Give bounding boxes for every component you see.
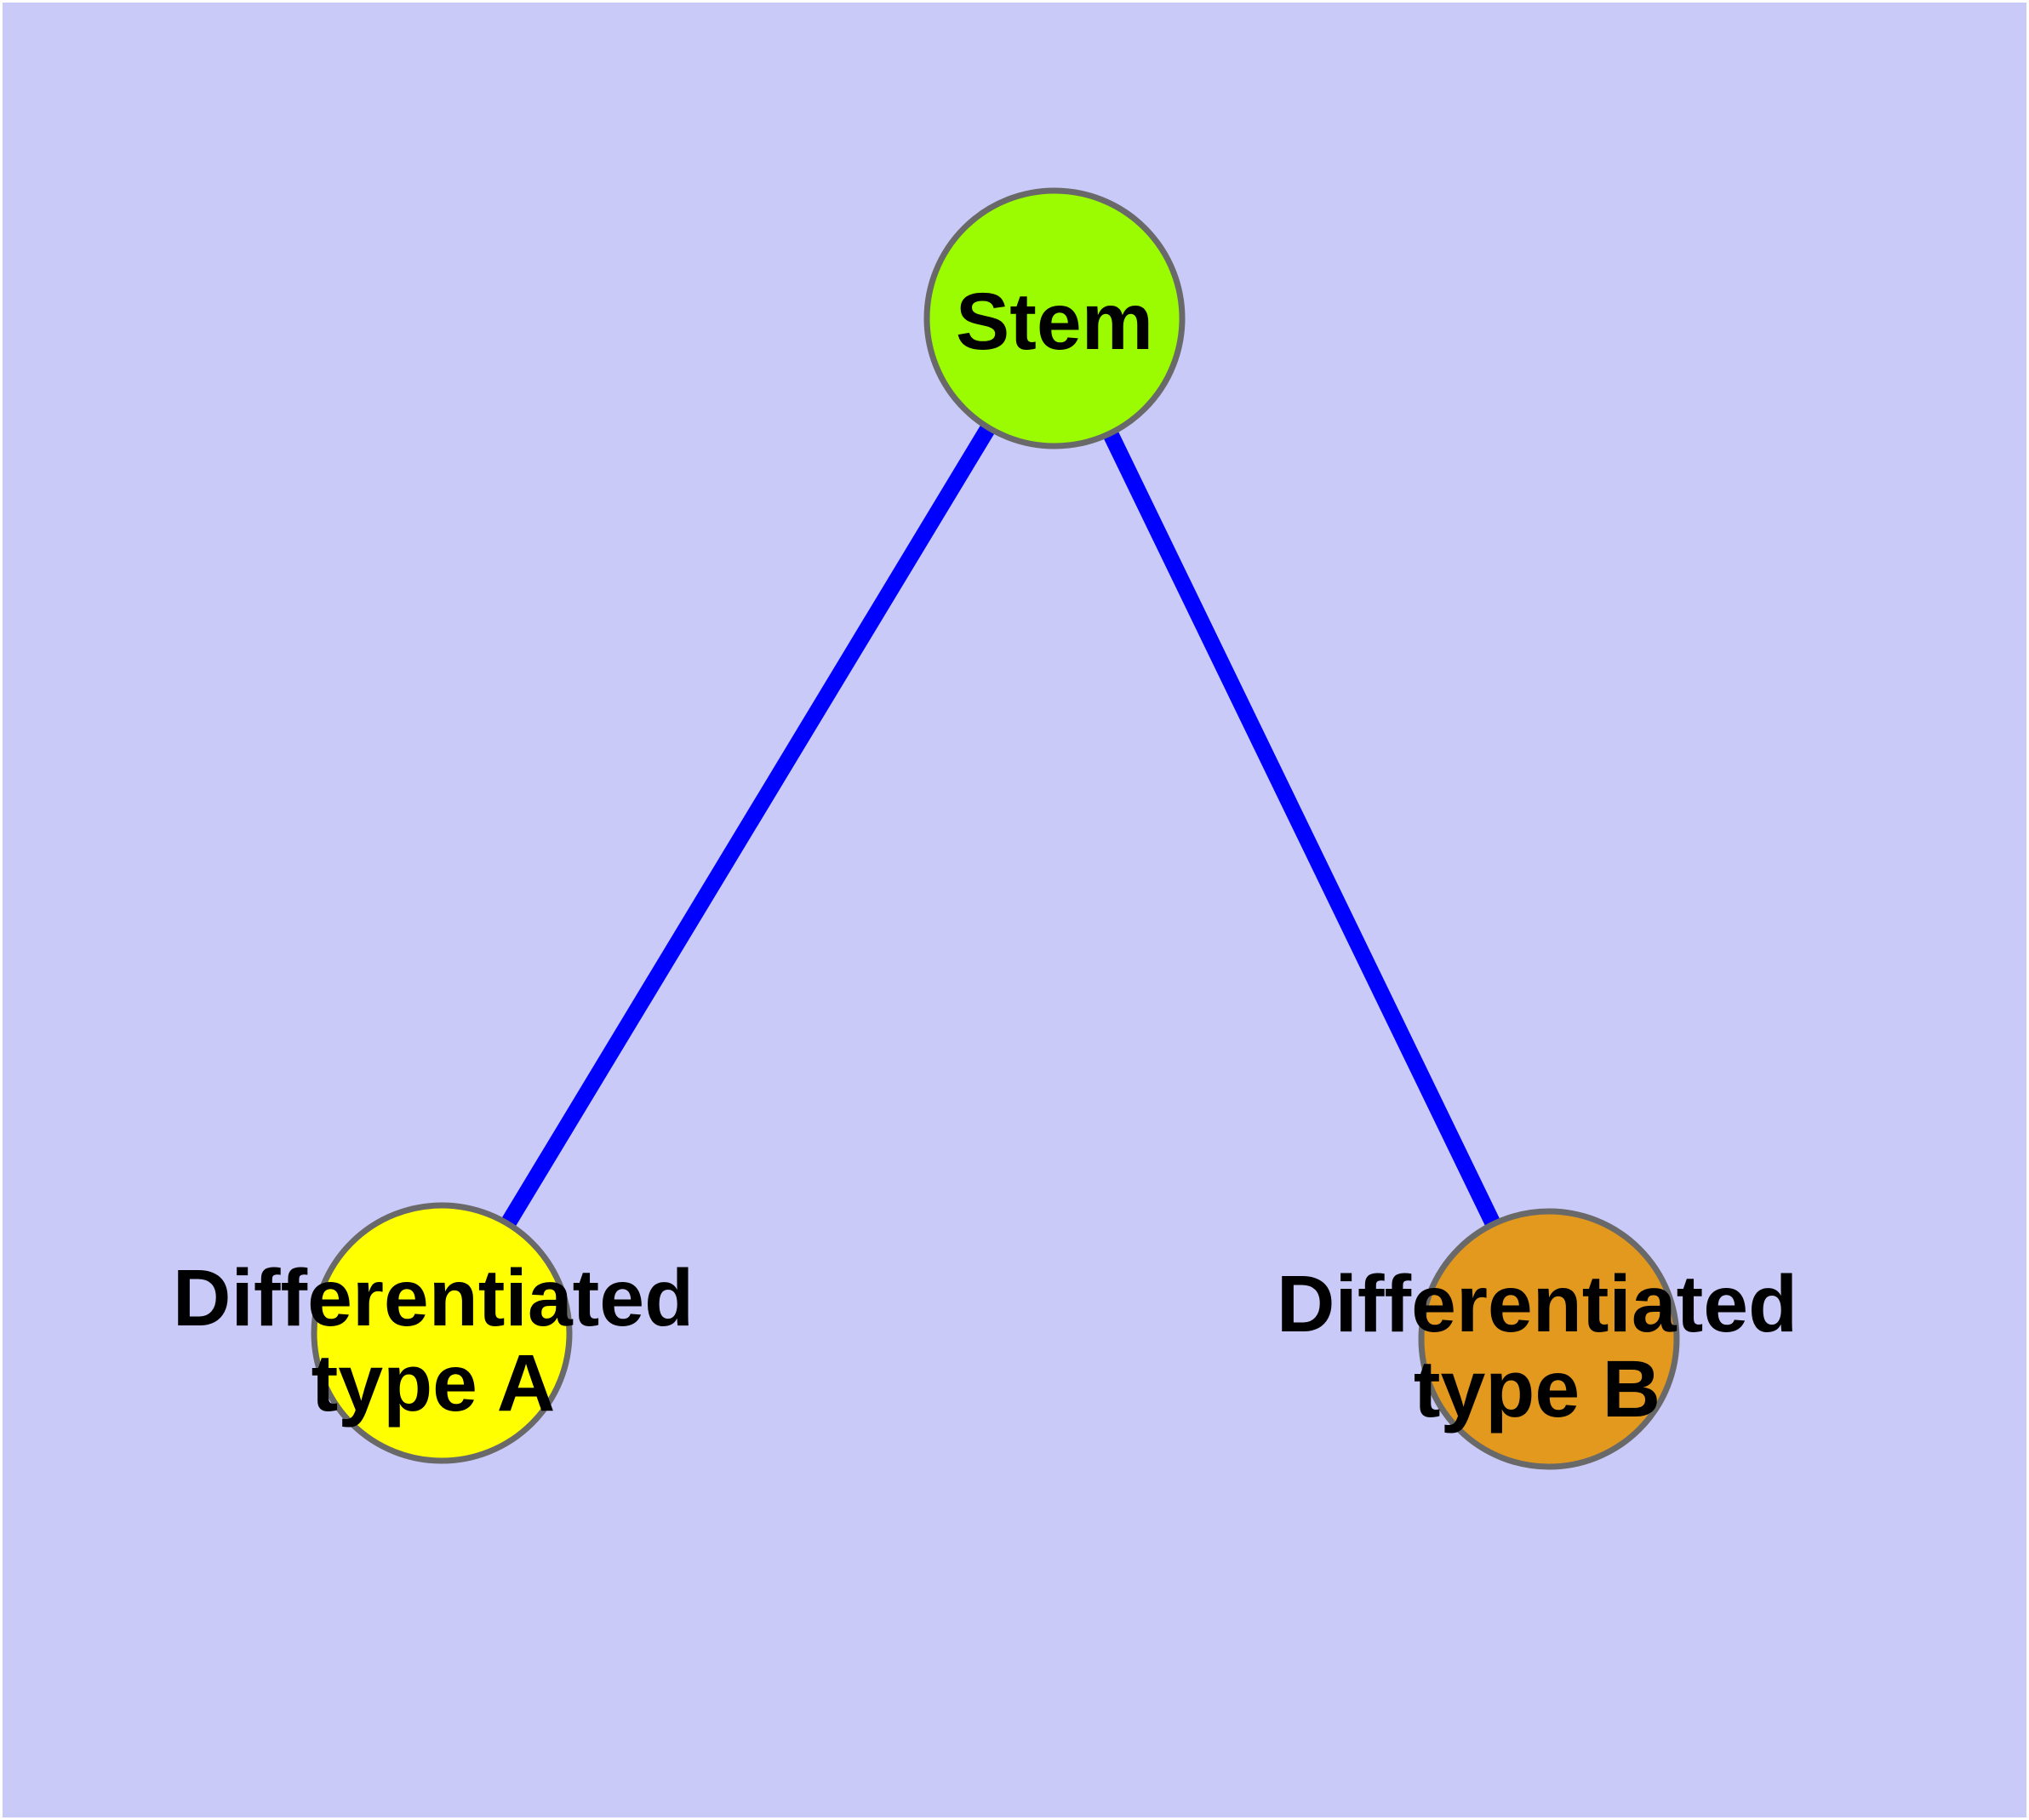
node-differentiated-type-a (311, 1202, 573, 1464)
edge-stem-to-type-a (434, 314, 1062, 1337)
node-type-b-label-line-1: Differentiated (1277, 1259, 1798, 1349)
node-stem-label: Stem (956, 277, 1153, 367)
node-type-a-label-line-1: Differentiated (173, 1253, 694, 1343)
node-type-a-label-line-2: type A (311, 1338, 556, 1428)
node-type-b-label-line-2: type B (1414, 1344, 1660, 1434)
edge-stem-to-type-b (1047, 314, 1557, 1343)
node-stem (923, 187, 1186, 449)
node-differentiated-type-b (1418, 1208, 1680, 1470)
